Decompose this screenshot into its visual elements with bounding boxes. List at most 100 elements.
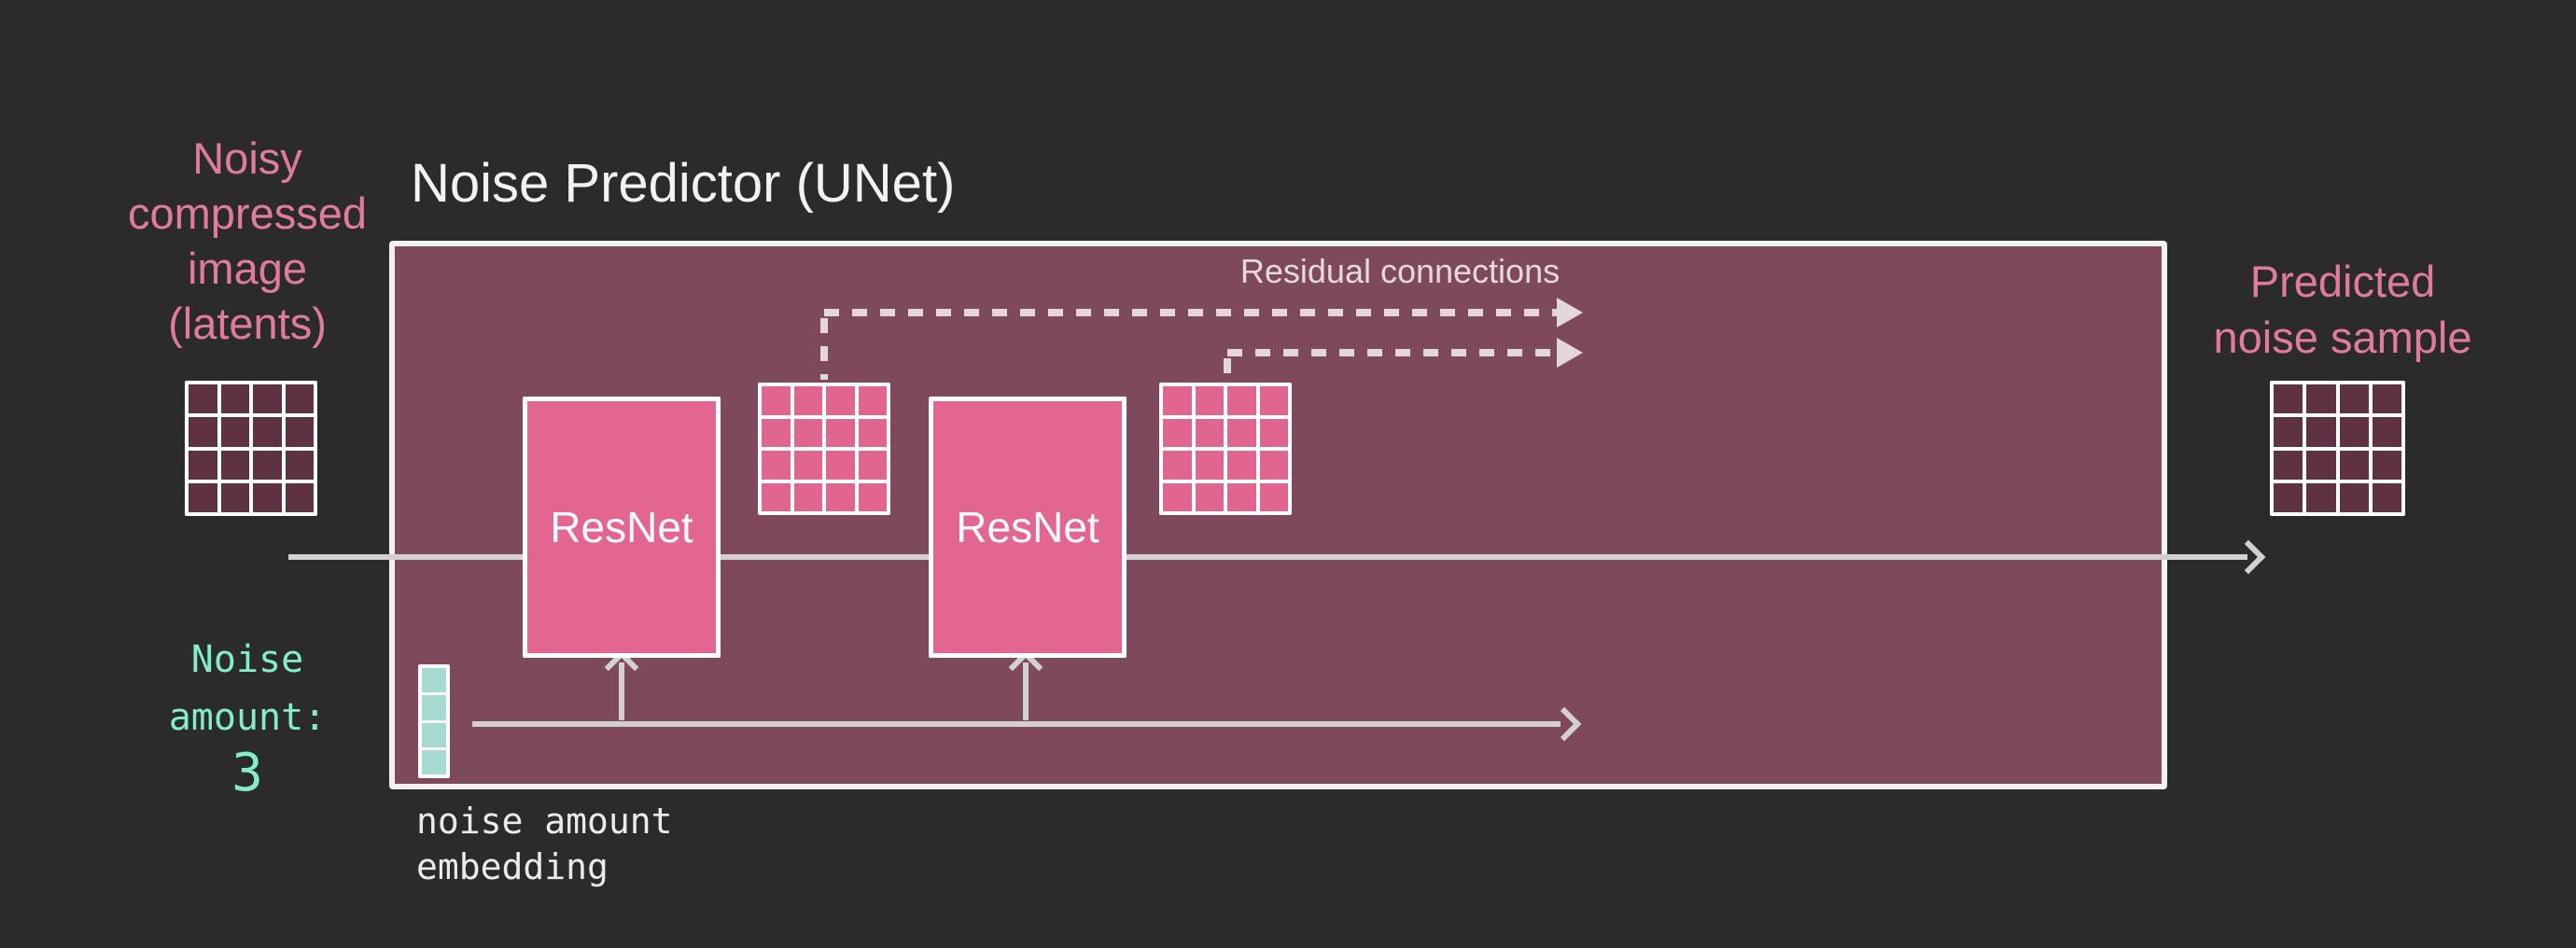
grid-cell bbox=[1259, 451, 1288, 480]
grid-cell bbox=[2274, 482, 2303, 512]
grid-cell bbox=[253, 482, 282, 512]
grid-cell bbox=[189, 384, 217, 414]
grid-cell bbox=[1163, 418, 1192, 447]
input-latents-label-line: (latents) bbox=[168, 299, 327, 348]
grid-cell bbox=[220, 384, 249, 414]
grid-cell bbox=[762, 386, 791, 415]
grid-cell bbox=[1195, 418, 1224, 447]
embedding-caption: noise amount embedding bbox=[416, 799, 673, 890]
input-latents-label-line: Noisy bbox=[192, 133, 302, 183]
grid-cell bbox=[253, 450, 282, 480]
grid-cell bbox=[826, 418, 855, 447]
output-noise-label: Predicted noise sample bbox=[2165, 254, 2520, 366]
conditioning-arrow-2-stem bbox=[1023, 662, 1029, 720]
grid-cell bbox=[858, 386, 887, 415]
intermediate-latents-grid-2 bbox=[1159, 383, 1292, 515]
grid-cell bbox=[2372, 482, 2401, 512]
grid-cell bbox=[1163, 482, 1192, 511]
grid-cell bbox=[1259, 386, 1288, 415]
grid-cell bbox=[826, 451, 855, 480]
grid-cell bbox=[2372, 384, 2401, 414]
grid-cell bbox=[285, 450, 314, 480]
grid-cell bbox=[2306, 417, 2336, 447]
grid-cell bbox=[793, 386, 822, 415]
noise-amount-flow-line bbox=[472, 721, 1561, 727]
output-noise-label-line: Predicted bbox=[2249, 257, 2436, 306]
grid-cell bbox=[858, 482, 887, 511]
grid-cell bbox=[1163, 451, 1192, 480]
predicted-noise-grid bbox=[2270, 381, 2405, 516]
grid-cell bbox=[762, 451, 791, 480]
grid-cell bbox=[220, 482, 249, 512]
noise-amount-label-line: amount: bbox=[168, 696, 327, 739]
grid-cell bbox=[1227, 386, 1256, 415]
grid-cell bbox=[220, 450, 249, 480]
conditioning-arrow-1-stem bbox=[619, 662, 624, 720]
grid-cell bbox=[2339, 482, 2369, 512]
grid-cell bbox=[762, 418, 791, 447]
noise-amount-embedding-vector bbox=[418, 664, 450, 778]
embedding-caption-line: embedding bbox=[416, 846, 609, 887]
main-flow-arrowhead-icon bbox=[2231, 539, 2266, 575]
grid-cell bbox=[422, 695, 446, 720]
page-title: Noise Predictor (UNet) bbox=[411, 153, 956, 214]
grid-cell bbox=[2339, 450, 2369, 480]
grid-cell bbox=[1227, 418, 1256, 447]
intermediate-latents-grid-1 bbox=[758, 383, 890, 515]
grid-cell bbox=[253, 417, 282, 447]
embedding-caption-line: noise amount bbox=[416, 801, 673, 842]
grid-cell bbox=[220, 417, 249, 447]
grid-cell bbox=[1227, 451, 1256, 480]
grid-cell bbox=[253, 384, 282, 414]
grid-cell bbox=[793, 482, 822, 511]
resnet-block-2: ResNet bbox=[929, 397, 1127, 658]
input-latents-label-line: image bbox=[187, 244, 307, 293]
grid-cell bbox=[2274, 384, 2303, 414]
grid-cell bbox=[285, 384, 314, 414]
input-latents-label-line: compressed bbox=[128, 188, 367, 238]
grid-cell bbox=[762, 482, 791, 511]
residual-connection-1-drop bbox=[820, 318, 828, 380]
input-latents-label: Noisy compressed image (latents) bbox=[65, 131, 429, 351]
residual-connection-2-arrowhead-icon bbox=[1557, 338, 1583, 368]
grid-cell bbox=[2274, 417, 2303, 447]
residual-connection-2-drop bbox=[1224, 358, 1231, 381]
resnet-block-1-label: ResNet bbox=[550, 503, 693, 551]
noise-amount-label: Noise amount: 3 bbox=[65, 631, 429, 801]
grid-cell bbox=[422, 749, 446, 774]
grid-cell bbox=[1259, 482, 1288, 511]
grid-cell bbox=[826, 482, 855, 511]
grid-cell bbox=[422, 722, 446, 747]
main-flow-line bbox=[288, 554, 2247, 560]
grid-cell bbox=[189, 482, 217, 512]
grid-cell bbox=[2306, 384, 2336, 414]
resnet-block-1: ResNet bbox=[523, 397, 721, 658]
grid-cell bbox=[2339, 384, 2369, 414]
grid-cell bbox=[285, 482, 314, 512]
grid-cell bbox=[422, 668, 446, 693]
resnet-block-2-label: ResNet bbox=[956, 503, 1099, 551]
grid-cell bbox=[2306, 450, 2336, 480]
residual-connection-2-line bbox=[1227, 349, 1560, 356]
grid-cell bbox=[189, 417, 217, 447]
grid-cell bbox=[2372, 417, 2401, 447]
noise-amount-label-line: Noise bbox=[190, 638, 304, 681]
grid-cell bbox=[1163, 386, 1192, 415]
grid-cell bbox=[793, 451, 822, 480]
grid-cell bbox=[858, 451, 887, 480]
grid-cell bbox=[2306, 482, 2336, 512]
grid-cell bbox=[2372, 450, 2401, 480]
residual-connection-1-arrowhead-icon bbox=[1557, 298, 1583, 328]
grid-cell bbox=[189, 450, 217, 480]
grid-cell bbox=[826, 386, 855, 415]
grid-cell bbox=[1195, 451, 1224, 480]
grid-cell bbox=[2274, 450, 2303, 480]
grid-cell bbox=[1195, 482, 1224, 511]
residual-connection-1-line bbox=[824, 309, 1560, 316]
grid-cell bbox=[1227, 482, 1256, 511]
grid-cell bbox=[285, 417, 314, 447]
grid-cell bbox=[1195, 386, 1224, 415]
grid-cell bbox=[793, 418, 822, 447]
noisy-latents-grid bbox=[185, 381, 317, 516]
